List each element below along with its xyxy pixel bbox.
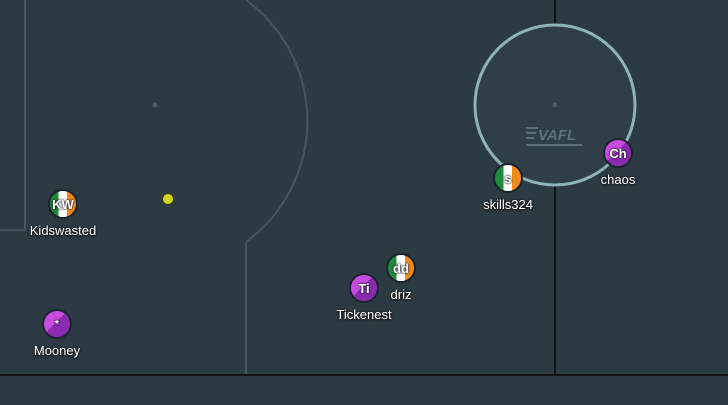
logo-mark: VAFL [526,127,582,146]
centre-spot [552,102,558,108]
player-initials: KW [52,196,74,212]
player-initials: Ti [358,280,370,296]
player-mooney[interactable]: * Mooney [34,307,80,358]
player-initials: s [504,170,512,186]
player-initials: Ch [609,145,627,161]
ball [162,193,174,205]
player-chaos[interactable]: Ch chaos [601,136,635,187]
penalty-spot [152,102,158,108]
player-skills324[interactable]: s skills324 [483,161,533,212]
player-driz[interactable]: dd driz [384,251,418,302]
player-name: Tickenest [336,307,392,322]
player-kidswasted[interactable]: KW Kidswasted [30,187,96,238]
penalty-box-line [0,0,26,231]
logo-text: VAFL [538,127,576,144]
logo: VAFL [524,122,586,148]
player-initials: * [55,318,59,330]
player-name: Mooney [33,343,81,358]
player-kit: Ti [349,273,379,303]
player-name: Kidswasted [29,223,97,238]
player-initials: dd [393,260,409,276]
player-kit: s [493,163,523,193]
player-kit: * [42,309,72,339]
player-kit: Ch [603,138,633,168]
player-name: skills324 [483,197,533,212]
player-name: driz [390,287,412,302]
player-name: chaos [600,172,636,187]
player-kit: dd [386,253,416,283]
player-kit: KW [48,189,78,219]
player-tickenest[interactable]: Ti Tickenest [336,271,392,322]
